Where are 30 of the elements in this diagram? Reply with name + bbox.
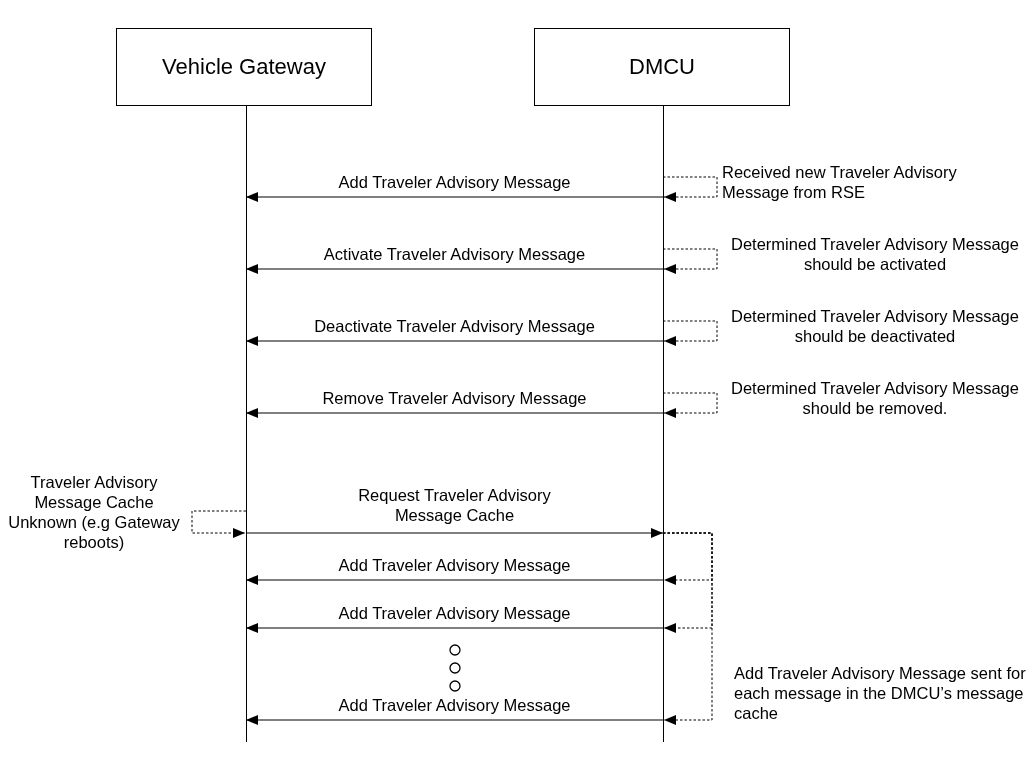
message-label: Add Traveler Advisory Message bbox=[337, 603, 572, 623]
message-arrow bbox=[245, 623, 664, 633]
message-arrow bbox=[245, 715, 664, 725]
message-label: Add Traveler Advisory Message bbox=[337, 695, 572, 715]
participant-box: DMCU bbox=[534, 28, 790, 106]
self-message-arrow bbox=[191, 510, 247, 538]
self-message-arrow bbox=[662, 532, 713, 725]
note-text: Determined Traveler Advisory Message should be activated bbox=[730, 234, 1020, 274]
message-arrow bbox=[245, 528, 664, 538]
message-label: Add Traveler Advisory Message bbox=[337, 555, 572, 575]
message-label: Deactivate Traveler Advisory Message bbox=[313, 316, 596, 336]
message-label: Activate Traveler Advisory Message bbox=[322, 244, 587, 264]
message-arrow bbox=[245, 264, 664, 274]
self-message-arrow bbox=[662, 248, 718, 274]
self-message-arrow bbox=[662, 392, 718, 418]
message-label: Request Traveler Advisory Message Cache bbox=[357, 485, 552, 525]
note-text: Traveler Advisory Message Cache Unknown (e.g Gateway reboots) bbox=[7, 472, 181, 552]
message-arrow bbox=[245, 575, 664, 585]
participant-box: Vehicle Gateway bbox=[116, 28, 372, 106]
message-arrow bbox=[245, 408, 664, 418]
note-text: Received new Traveler Advisory Message from RSE bbox=[722, 162, 958, 202]
message-arrow bbox=[245, 336, 664, 346]
note-text: Add Traveler Advisory Message sent for each message in the DMCU’s message cache bbox=[734, 663, 1026, 723]
self-message-arrow bbox=[662, 320, 718, 346]
message-label: Remove Traveler Advisory Message bbox=[321, 388, 588, 408]
self-message-arrow bbox=[662, 176, 718, 202]
note-text: Determined Traveler Advisory Message should be deactivated bbox=[730, 306, 1020, 346]
message-arrow bbox=[245, 192, 664, 202]
message-label: Add Traveler Advisory Message bbox=[337, 172, 572, 192]
note-text: Determined Traveler Advisory Message should be removed. bbox=[730, 378, 1020, 418]
